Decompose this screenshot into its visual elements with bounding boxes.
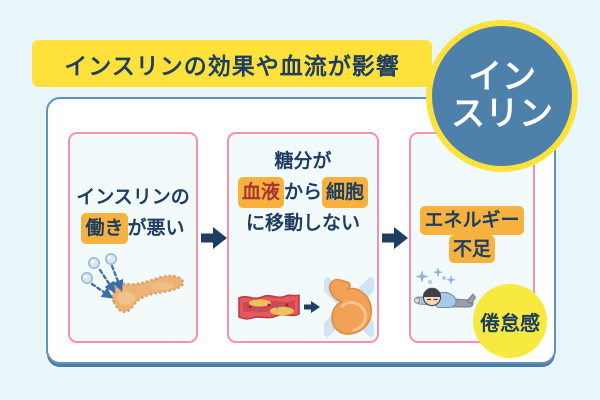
arrow-right-icon [201,227,227,249]
step2-line1: 糖分が [274,150,332,172]
step1-highlight: 働き [81,212,128,244]
step2-text: 糖分が 血液から細胞 に移動しない [229,146,377,238]
small-arrow-right-icon [304,301,320,313]
insulin-badge-line1: イン [468,56,536,97]
blood-vessel-icon [238,294,300,320]
muscle-blocked-icon [324,276,374,338]
fatigue-badge-label: 倦怠感 [480,310,540,335]
step3-highlight-shortage: 不足 [448,234,495,263]
step-box-sugar-transport: 糖分が 血液から細胞 に移動しない [227,132,379,343]
step1-line1: インスリンの [76,186,190,208]
step3-highlight-energy: エネルギー [420,206,524,235]
step1-line2-rest: が悪い [127,216,185,239]
insulin-circle-badge: イン スリン [426,20,578,172]
insulin-badge-line2: スリン [451,94,553,134]
tired-person-icon [413,267,477,309]
title-banner-label: インスリンの効果や血流が影響 [64,53,400,80]
fatigue-badge: 倦怠感 [473,284,547,358]
arrow-right-icon [382,227,408,249]
step2-highlight-cell: 細胞 [322,176,369,208]
step-box-insulin-function: インスリンの 働きが悪い [68,132,198,343]
vessel-to-muscle-illustration [237,274,375,340]
title-banner: インスリンの効果や血流が影響 [32,40,432,87]
step2-line3: に移動しない [245,211,360,234]
step2-highlight-blood: 血液 [237,176,284,208]
step1-text: インスリンの 働きが悪い [70,182,196,244]
step3-text: エネルギー 不足 [411,206,533,263]
step2-line2-middle: から [283,180,322,203]
pancreas-insulin-icon [81,253,185,313]
